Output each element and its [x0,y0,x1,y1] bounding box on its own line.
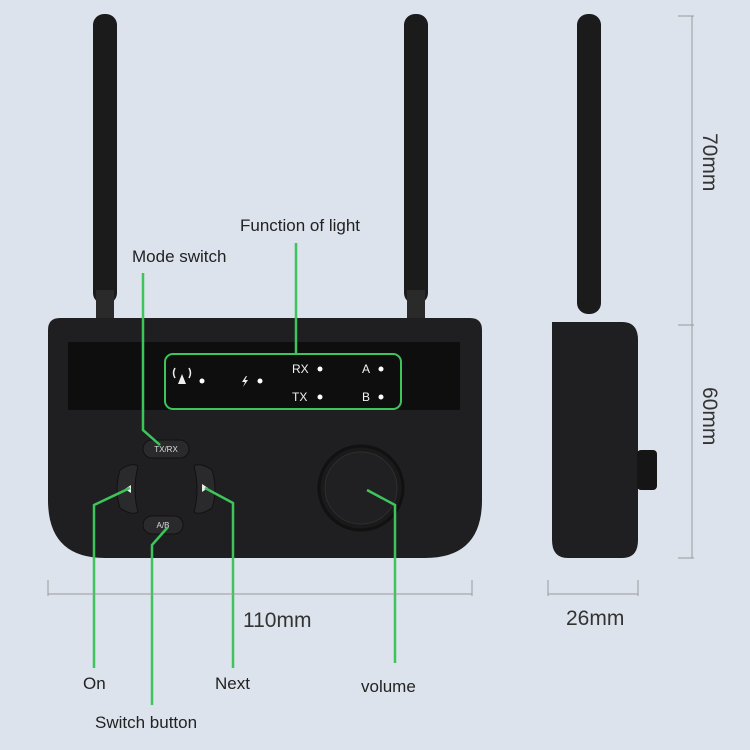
callout-lines [92,243,397,705]
dimension-body-height: 60mm [698,387,721,445]
dimension-lines [47,15,694,596]
label-mode-switch: Mode switch [132,247,226,266]
label-switch-button: Switch button [95,713,197,732]
b-label: B [362,390,370,404]
dimension-width: 110mm [243,609,311,632]
label-on: On [83,674,106,693]
a-label: A [362,362,370,376]
volume-knob[interactable] [317,444,405,532]
indicator-panel: RX TX A B [164,353,402,410]
mode-switch-button[interactable]: TX/RX [142,439,190,459]
antenna-right [404,14,428,320]
label-next: Next [215,674,250,693]
rx-label: RX [292,362,309,376]
svg-text:TX/RX: TX/RX [154,445,178,454]
side-knob [637,450,657,490]
label-function-of-light: Function of light [240,216,360,235]
bolt-icon [242,376,248,387]
dimension-depth: 26mm [566,607,624,630]
label-volume: volume [361,677,416,696]
tx-label: TX [292,390,307,404]
antenna-left [93,14,117,320]
signal-icon [172,367,192,384]
svg-text:A/B: A/B [157,521,170,530]
dimension-antenna-height: 70mm [698,133,721,191]
device-side [552,14,657,558]
